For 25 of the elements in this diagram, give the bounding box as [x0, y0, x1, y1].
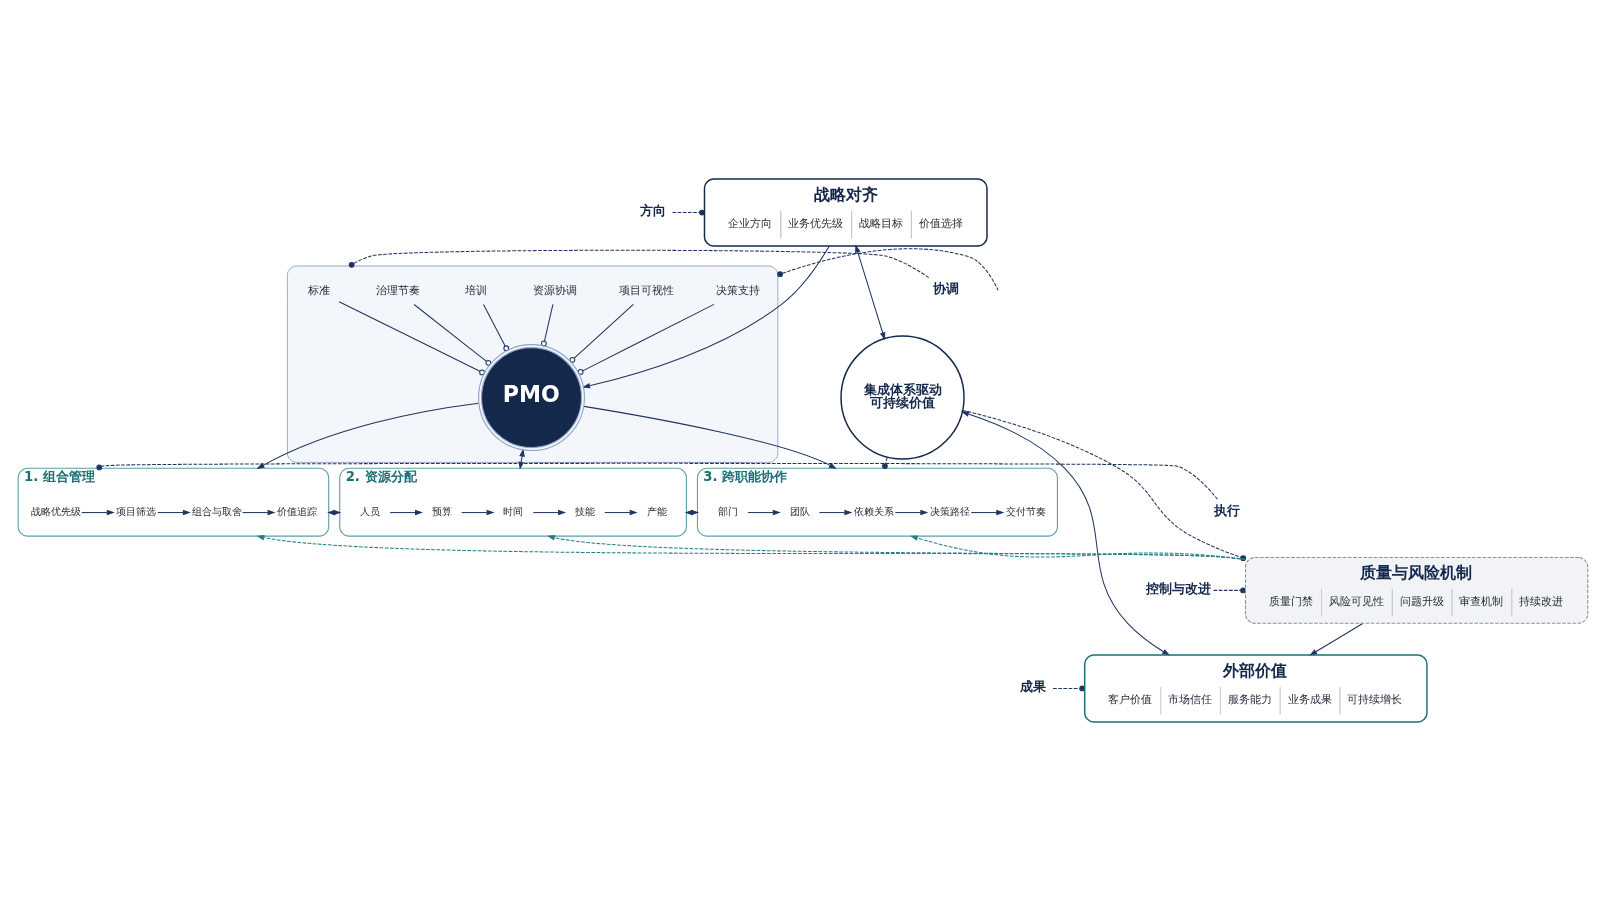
- node-text: 执行: [1214, 502, 1241, 518]
- node-text: 控制与改进: [1146, 580, 1212, 596]
- node-text: 标准: [307, 283, 330, 297]
- node-text: 依赖关系: [853, 505, 894, 517]
- node-text: 时间: [503, 505, 524, 517]
- node-text: 技能: [575, 505, 596, 517]
- node-text: 决策路径: [929, 505, 970, 517]
- node-text: 项目可视性: [619, 283, 675, 297]
- node-text: 交付节奏: [1005, 505, 1046, 517]
- node-text: 预算: [431, 505, 452, 517]
- node-text: 成果: [1020, 678, 1047, 694]
- node-text: 协调: [933, 280, 960, 296]
- node-text: 资源协调: [533, 283, 578, 297]
- node-text: 产能: [646, 505, 667, 517]
- node-text: 培训: [465, 283, 488, 297]
- node-text: 价值追踪: [277, 505, 318, 517]
- node-text: 人员: [360, 505, 381, 517]
- node-text: 部门: [718, 505, 739, 517]
- node-text: 组合与取舍: [192, 505, 243, 517]
- node-text: 战略优先级: [31, 505, 82, 517]
- node-text: 决策支持: [716, 283, 761, 297]
- node-text: 方向: [639, 202, 666, 218]
- node-text: 治理节奏: [375, 283, 420, 297]
- node-text: 团队: [789, 505, 810, 517]
- node-text: 项目筛选: [116, 505, 157, 517]
